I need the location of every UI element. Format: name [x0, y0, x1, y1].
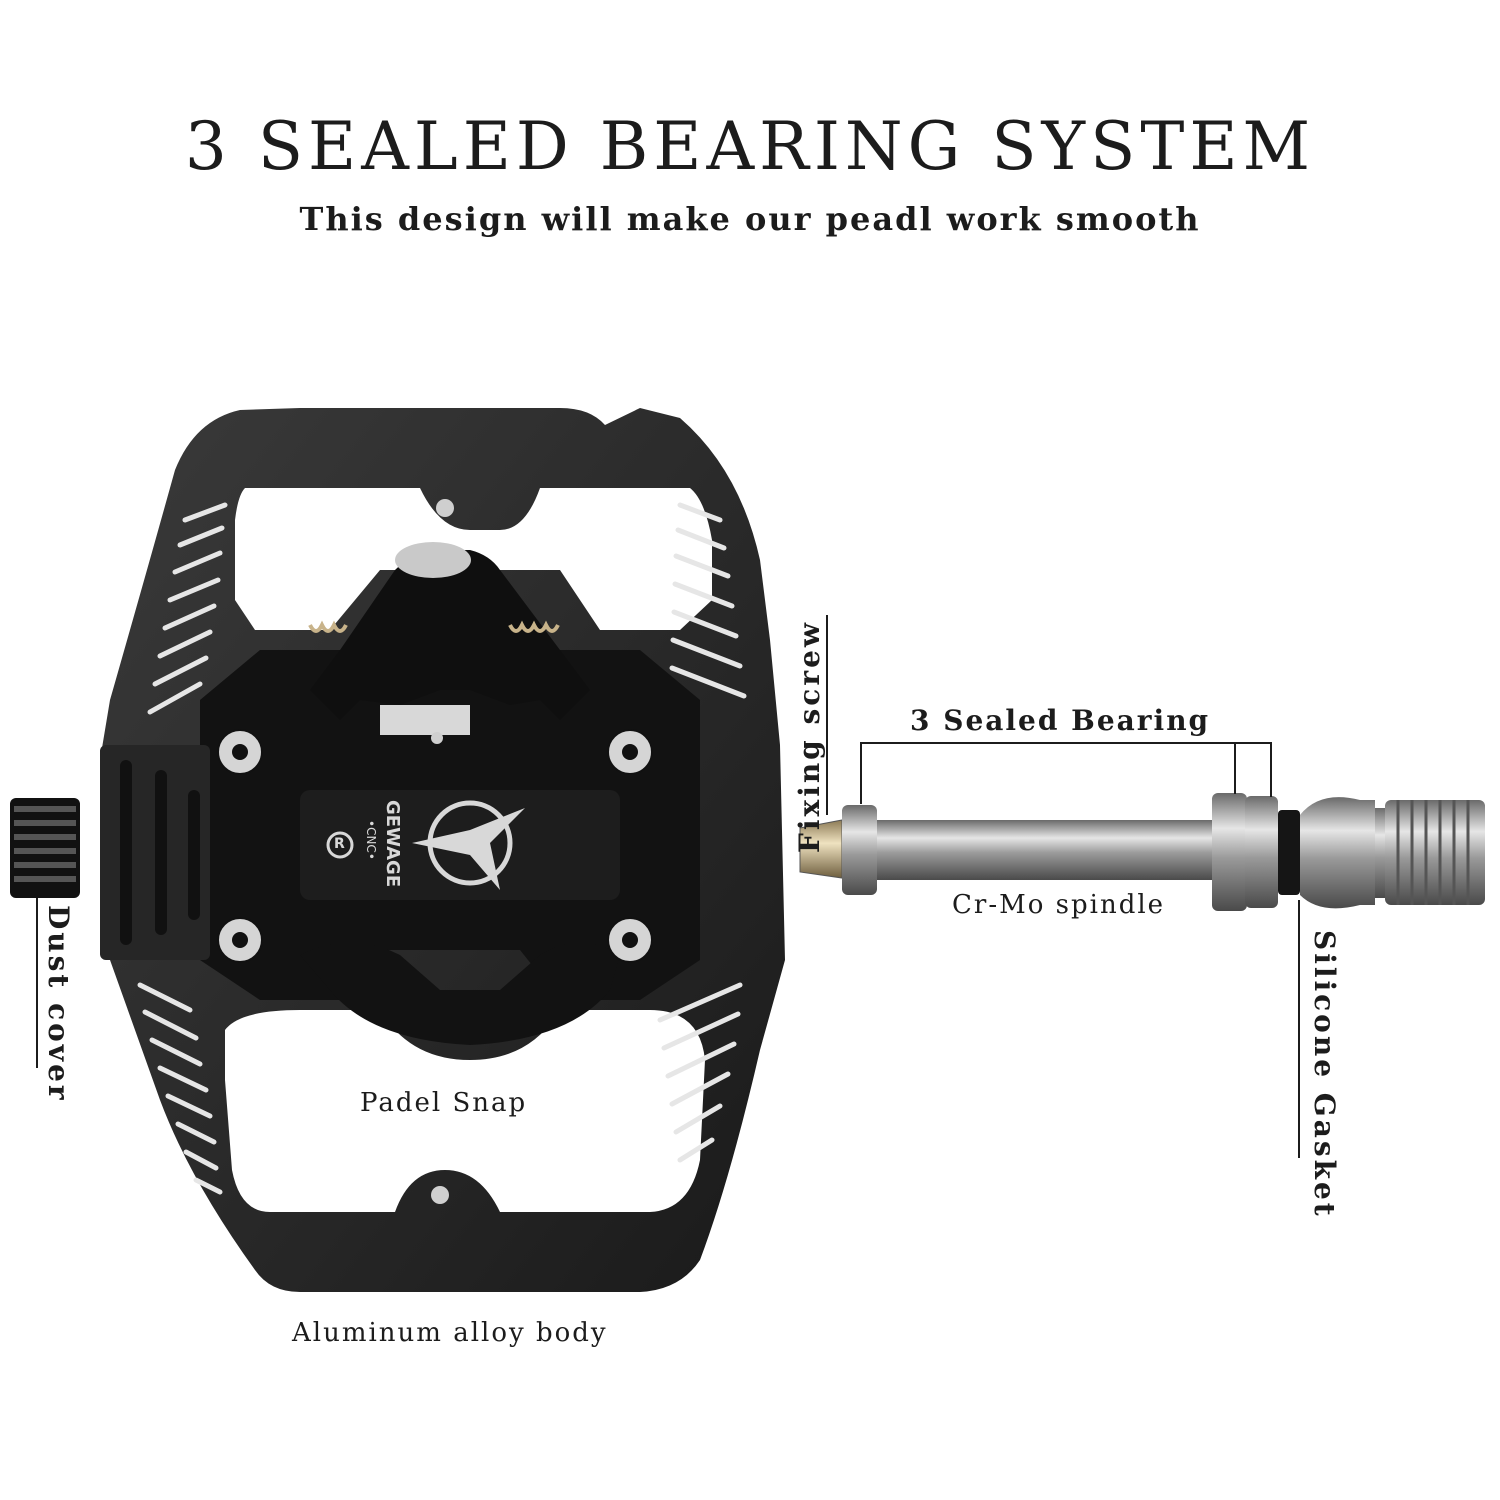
- silicone-gasket-leader-line: [1298, 900, 1300, 1158]
- sealed-bearing-bracket-top: [860, 742, 1272, 744]
- dust-cover-label: Dust cover: [42, 905, 75, 1103]
- page-subtitle: This design will make our peadl work smo…: [299, 200, 1201, 238]
- sealed-bearing-bracket-left: [860, 742, 862, 804]
- padel-snap-label: Padel Snap: [360, 1088, 528, 1118]
- brand-name: GEWAGE: [382, 800, 403, 888]
- registered-mark: R: [334, 836, 345, 852]
- sealed-bearing-bracket-right: [1270, 742, 1272, 797]
- fixing-screw-leader-line: [826, 615, 828, 815]
- brand-logo: [326, 800, 525, 890]
- sealed-bearing-label: 3 Sealed Bearing: [910, 704, 1211, 737]
- sealed-bearing-bracket-mid: [1234, 742, 1236, 794]
- pedal-body: [100, 408, 785, 1292]
- page-title: 3 SEALED BEARING SYSTEM: [184, 108, 1316, 185]
- brand-sub: •CNC•: [364, 820, 378, 860]
- silicone-gasket-label: Silicone Gasket: [1308, 930, 1341, 1219]
- spindle-assembly: [799, 793, 1485, 911]
- fixing-screw-label: Fixing screw: [793, 620, 826, 854]
- dust-cover-part: [10, 798, 80, 898]
- body-label: Aluminum alloy body: [292, 1318, 608, 1348]
- dust-cover-leader-line: [36, 898, 38, 1068]
- spindle-label: Cr-Mo spindle: [952, 890, 1166, 920]
